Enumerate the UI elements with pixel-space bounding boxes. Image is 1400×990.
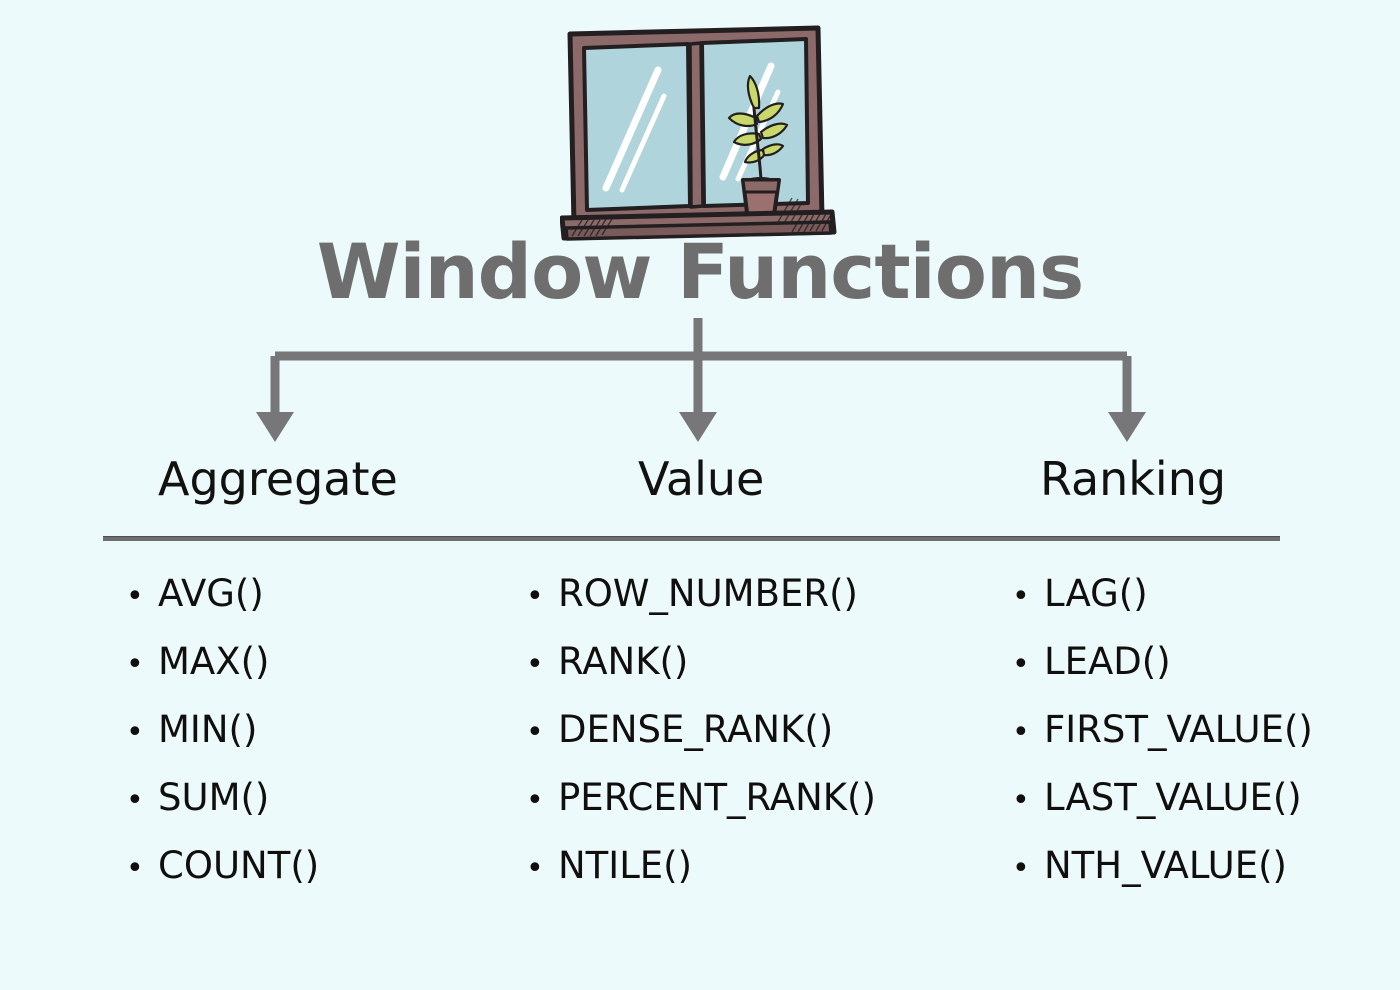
function-name: RANK() (558, 640, 689, 683)
connector-lines (270, 318, 1132, 412)
sill-hatching-left (571, 218, 613, 237)
function-name: LAST_VALUE() (1044, 776, 1302, 819)
function-name: FIRST_VALUE() (1044, 708, 1313, 751)
branch-connector (0, 300, 1400, 460)
function-name: MAX() (158, 640, 270, 683)
plant-stem (752, 106, 763, 182)
list-item: • MIN() (126, 696, 319, 764)
column-header-ranking: Ranking (1040, 452, 1227, 506)
function-name: COUNT() (158, 844, 320, 887)
list-item: • COUNT() (126, 832, 319, 900)
bullet-icon: • (1012, 715, 1030, 750)
list-item: • RANK() (526, 628, 876, 696)
arrowhead-left (256, 412, 294, 442)
list-item: • LEAD() (1012, 628, 1313, 696)
glass-reflection-left (602, 66, 667, 193)
function-name: LAG() (1044, 572, 1148, 615)
list-item: • NTILE() (526, 832, 876, 900)
function-list-value: • ROW_NUMBER() • RANK() • DENSE_RANK() •… (526, 560, 876, 900)
list-item: • SUM() (126, 764, 319, 832)
window-sill (560, 209, 837, 241)
pot-shadow-hatching (777, 197, 803, 225)
bullet-icon: • (1012, 783, 1030, 818)
function-columns: • AVG() • MAX() • MIN() • SUM() • COUNT(… (0, 560, 1400, 900)
list-item: • AVG() (126, 560, 319, 628)
list-item: • FIRST_VALUE() (1012, 696, 1313, 764)
function-name: DENSE_RANK() (558, 708, 834, 751)
list-item: • LAST_VALUE() (1012, 764, 1313, 832)
function-name: LEAD() (1044, 640, 1171, 683)
header-divider (103, 536, 1280, 541)
page-title: Window Functions (316, 227, 1085, 316)
column-header-aggregate: Aggregate (158, 452, 398, 506)
bullet-icon: • (1012, 579, 1030, 614)
window-mullion (688, 41, 705, 209)
bullet-icon: • (526, 783, 544, 818)
function-list-ranking: • LAG() • LEAD() • FIRST_VALUE() • LAST_… (1012, 560, 1313, 900)
arrowhead-center (679, 412, 717, 442)
bullet-icon: • (1012, 851, 1030, 886)
bullet-icon: • (1012, 647, 1030, 682)
bullet-icon: • (126, 783, 144, 818)
bullet-icon: • (126, 715, 144, 750)
function-name: SUM() (158, 776, 270, 819)
list-item: • PERCENT_RANK() (526, 764, 876, 832)
list-item: • ROW_NUMBER() (526, 560, 876, 628)
list-item: • LAG() (1012, 560, 1313, 628)
function-name: ROW_NUMBER() (558, 572, 858, 615)
sill-hatching-right (791, 213, 831, 233)
list-item: • DENSE_RANK() (526, 696, 876, 764)
bullet-icon: • (126, 579, 144, 614)
bullet-icon: • (526, 579, 544, 614)
function-name: NTH_VALUE() (1044, 844, 1287, 887)
glass-pane-left (582, 42, 692, 212)
function-name: PERCENT_RANK() (558, 776, 876, 819)
bullet-icon: • (126, 647, 144, 682)
arrowhead-right (1108, 412, 1146, 442)
connector-arrowheads (256, 412, 1146, 442)
bullet-icon: • (126, 851, 144, 886)
function-name: NTILE() (558, 844, 693, 887)
bullet-icon: • (526, 647, 544, 682)
list-item: • MAX() (126, 628, 319, 696)
function-name: MIN() (158, 708, 258, 751)
function-name: AVG() (158, 572, 264, 615)
column-header-value: Value (638, 452, 765, 506)
flower-pot-rim (741, 178, 781, 194)
list-item: • NTH_VALUE() (1012, 832, 1313, 900)
window-illustration (560, 22, 840, 244)
bullet-icon: • (526, 715, 544, 750)
column-headers: Aggregate Value Ranking (0, 456, 1400, 522)
bullet-icon: • (526, 851, 544, 886)
function-list-aggregate: • AVG() • MAX() • MIN() • SUM() • COUNT(… (126, 560, 319, 900)
